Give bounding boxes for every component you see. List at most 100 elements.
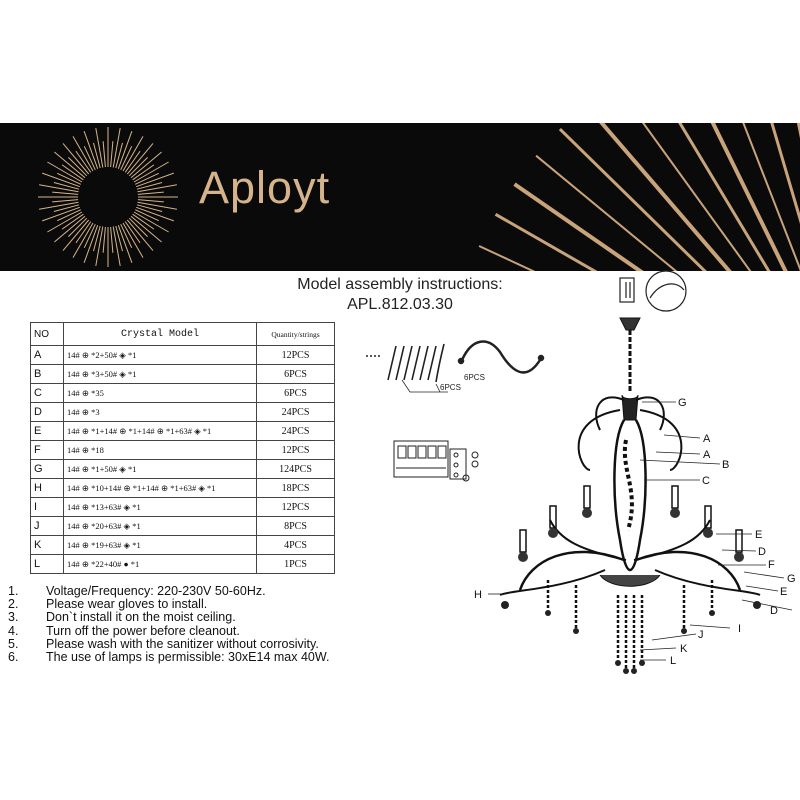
- col-header-qty: Quantity/strings: [256, 322, 335, 346]
- row-qty: 8PCS: [256, 516, 335, 536]
- row-qty: 1PCS: [256, 554, 335, 574]
- row-qty: 24PCS: [256, 421, 335, 441]
- model-code: APL.812.03.30: [347, 296, 453, 313]
- leader-lines: [488, 401, 793, 661]
- row-model: 14# ⊕ *19+63# ◈ *1: [63, 535, 257, 555]
- note-text: Turn off the power before cleanout.: [46, 623, 240, 638]
- row-no: L: [30, 554, 64, 574]
- chain-icon: [457, 340, 545, 374]
- note-item: 3. Don`t install it on the moist ceiling.: [8, 611, 329, 624]
- chandelier-drawing: [499, 317, 761, 674]
- label-e: E: [755, 529, 762, 541]
- label-b: B: [722, 459, 729, 471]
- banner-artwork: [38, 123, 800, 271]
- strings-count-label: 6PCS: [440, 383, 461, 392]
- chandelier-diagram: 6PCS 6PCS: [366, 270, 796, 674]
- corner-rays-decoration: [478, 123, 800, 271]
- row-model: 14# ⊕ *35: [63, 383, 257, 403]
- row-model: 14# ⊕ *1+14# ⊕ *1+14# ⊕ *1+63# ◈ *1: [63, 421, 257, 441]
- row-model: 14# ⊕ *1+50# ◈ *1: [63, 459, 257, 479]
- label-c: C: [702, 475, 710, 487]
- row-model: 14# ⊕ *20+63# ◈ *1: [63, 516, 257, 536]
- instruction-notes: 1. Voltage/Frequency: 220-230V 50-60Hz. 2…: [8, 584, 330, 665]
- row-no: K: [30, 535, 64, 555]
- row-no: G: [30, 459, 64, 479]
- row-no: E: [30, 421, 64, 441]
- label-g: G: [787, 573, 796, 585]
- label-d: D: [758, 546, 766, 558]
- label-j: J: [698, 629, 704, 641]
- crystal-strings-icon: [366, 343, 448, 393]
- note-number: 1.: [8, 584, 19, 598]
- row-model: 14# ⊕ *22+40# ● *1: [63, 554, 257, 574]
- label-e: E: [780, 586, 787, 598]
- note-number: 2.: [8, 597, 19, 612]
- note-text: The use of lamps is permissible: 30xE14 …: [46, 650, 330, 665]
- label-i: I: [738, 623, 741, 635]
- brand-banner: [0, 123, 800, 271]
- note-item: 2. Please wear gloves to install.: [8, 598, 329, 611]
- note-text: Don`t install it on the moist ceiling.: [46, 610, 236, 625]
- note-number: 6.: [8, 650, 19, 665]
- label-a: A: [703, 449, 711, 461]
- row-no: B: [30, 364, 64, 384]
- note-text: Please wash with the sanitizer without c…: [46, 636, 319, 651]
- row-qty: 24PCS: [256, 402, 335, 422]
- row-model: 14# ⊕ *18: [63, 440, 257, 460]
- note-text: Please wear gloves to install.: [46, 597, 208, 612]
- terminal-block-icon: [393, 440, 479, 482]
- note-number: 5.: [8, 636, 19, 651]
- row-no: C: [30, 383, 64, 403]
- label-k: K: [680, 643, 688, 655]
- row-no: I: [30, 497, 64, 517]
- row-no: D: [30, 402, 64, 422]
- row-model: 14# ⊕ *3+50# ◈ *1: [63, 364, 257, 384]
- note-item: 1. Voltage/Frequency: 220-230V 50-60Hz.: [8, 584, 329, 598]
- note-item: 4. Turn off the power before cleanout.: [8, 623, 329, 638]
- table-header-row: NO Crystal Model Quantity/strings: [30, 322, 335, 346]
- col-header-no: NO: [30, 322, 64, 346]
- row-model: 14# ⊕ *10+14# ⊕ *1+14# ⊕ *1+63# ◈ *1: [63, 478, 257, 498]
- row-no: A: [30, 345, 64, 365]
- note-text: Voltage/Frequency: 220-230V 50-60Hz.: [46, 584, 266, 598]
- row-qty: 6PCS: [256, 383, 335, 403]
- label-g: G: [678, 397, 687, 409]
- row-no: H: [30, 478, 64, 498]
- label-d: D: [770, 605, 778, 617]
- row-qty: 4PCS: [256, 535, 335, 555]
- label-a: A: [703, 433, 711, 445]
- row-qty: 12PCS: [256, 497, 335, 517]
- row-model: 14# ⊕ *3: [63, 402, 257, 422]
- label-l: L: [670, 655, 676, 667]
- label-h: H: [474, 589, 482, 601]
- row-qty: 12PCS: [256, 440, 335, 460]
- note-item: 6. The use of lamps is permissible: 30xE1…: [8, 650, 330, 665]
- row-qty: 6PCS: [256, 364, 335, 384]
- row-model: 14# ⊕ *2+50# ◈ *1: [63, 345, 257, 365]
- row-qty: 18PCS: [256, 478, 335, 498]
- sunburst-logo-icon: [38, 127, 178, 267]
- row-no: J: [30, 516, 64, 536]
- note-number: 3.: [8, 610, 19, 625]
- brand-name: Aployt: [199, 162, 331, 213]
- note-item: 5. Please wash with the sanitizer without…: [8, 636, 329, 651]
- note-number: 4.: [8, 623, 19, 638]
- row-qty: 124PCS: [256, 459, 335, 479]
- ceiling-hook-icon: [619, 270, 687, 312]
- col-header-model: Crystal Model: [63, 322, 257, 346]
- label-f: F: [768, 559, 775, 571]
- row-no: F: [30, 440, 64, 460]
- row-qty: 12PCS: [256, 345, 335, 365]
